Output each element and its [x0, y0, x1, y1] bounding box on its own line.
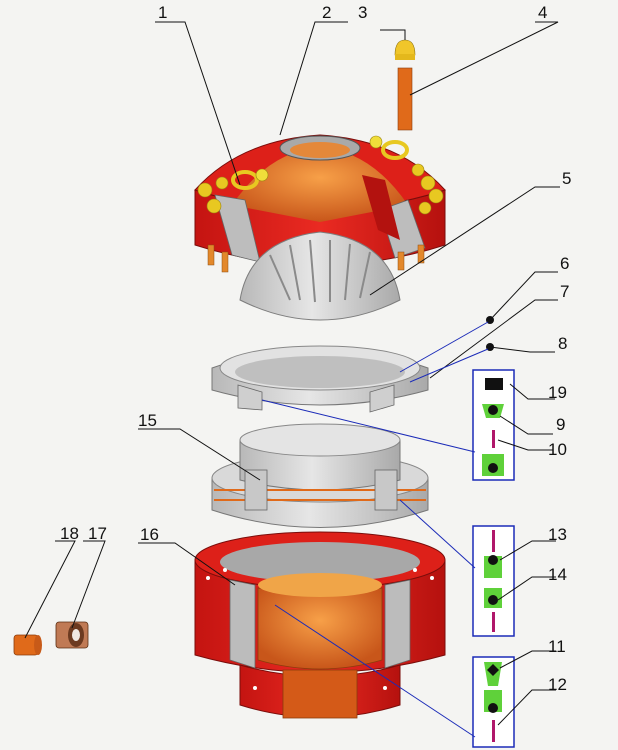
label-12: 12 [548, 675, 567, 694]
pin-assembly [394, 39, 416, 131]
label-15: 15 [138, 411, 157, 430]
label-14: 14 [548, 565, 567, 584]
lifting-eye-bolts [231, 140, 409, 190]
label-5: 5 [562, 169, 571, 188]
leader-lines [24, 21, 560, 726]
label-17: 17 [88, 524, 107, 543]
label-2: 2 [322, 3, 331, 22]
label-3: 3 [358, 3, 367, 22]
label-18: 18 [60, 524, 79, 543]
seal-ring [211, 345, 429, 413]
blue-leader-lines [261, 321, 489, 738]
label-19: 19 [548, 383, 567, 402]
seal-detail-box-middle [472, 525, 515, 637]
main-body [194, 531, 446, 719]
label-4: 4 [538, 3, 547, 22]
label-11: 11 [548, 637, 566, 656]
small-parts [13, 621, 89, 656]
seal-detail-box-lower [472, 656, 515, 748]
label-10: 10 [548, 440, 567, 459]
seal-detail-box-upper [472, 369, 515, 481]
dome-element [239, 231, 401, 321]
bolt-heads [197, 163, 444, 215]
label-7: 7 [560, 282, 569, 301]
piston [211, 423, 429, 528]
label-13: 13 [548, 525, 567, 544]
label-1: 1 [158, 3, 167, 22]
part-numbers: 1 2 3 4 5 6 7 8 9 10 11 12 13 14 15 16 1… [60, 3, 571, 694]
label-6: 6 [560, 254, 569, 273]
label-16: 16 [140, 525, 159, 544]
label-9: 9 [556, 415, 565, 434]
top-cap-assembly [194, 134, 446, 283]
label-8: 8 [558, 334, 567, 353]
